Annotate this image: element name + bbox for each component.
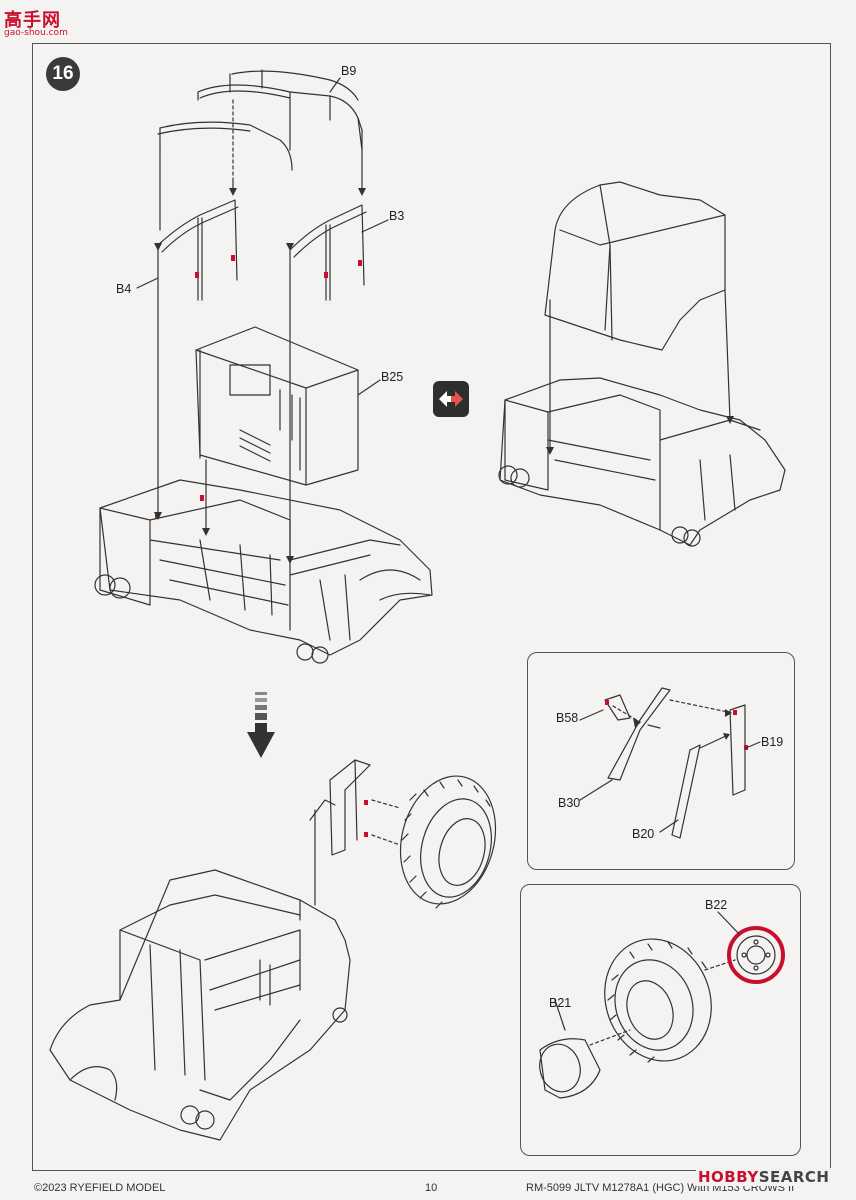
label-b20: B20 [632,827,655,841]
assembly-guide-lines [157,129,363,561]
label-b30: B30 [558,796,581,810]
alternative-arrow-glyph [439,391,463,407]
callout-side-step [527,652,795,870]
label-b9: B9 [341,64,357,78]
callout-2-parts [539,938,736,1099]
part-b25-box [195,326,359,486]
watermark-suffix: SEARCH [758,1168,830,1186]
alternative-arrow-icon [433,381,469,417]
label-b21: B21 [549,996,572,1010]
label-b4: B4 [116,282,132,296]
vehicle-body-alt [498,289,786,547]
canopy-cover [544,181,726,351]
footer-page-number: 10 [425,1182,438,1194]
step-number-badge: 16 [46,57,80,91]
label-b25: B25 [381,370,404,384]
watermark-brand: HOBBY [698,1168,759,1186]
watermark-logo: 高手网 gao-shou.com [4,6,94,40]
page-frame [32,43,831,1171]
vehicle-body-upper [94,479,433,664]
side-frames [157,199,367,306]
side-bracket-assembled [309,759,371,856]
label-b58: B58 [556,711,579,725]
callout-spare-wheel [520,884,801,1156]
part-b22-rim [727,926,785,984]
down-arrow-icon [247,692,275,758]
vehicle-assembled [49,809,351,1141]
label-b19: B19 [761,735,784,749]
roll-cage-b9 [157,69,363,231]
label-b22: B22 [705,898,728,912]
label-b3: B3 [389,209,405,223]
watermark-bottom: HOBBYSEARCH [696,1168,832,1186]
spare-tire [399,775,497,909]
watermark-title: 高手网 [4,10,61,31]
footer-copyright: ©2023 RYEFIELD MODEL [34,1182,166,1194]
watermark-url: gao-shou.com [4,28,68,38]
